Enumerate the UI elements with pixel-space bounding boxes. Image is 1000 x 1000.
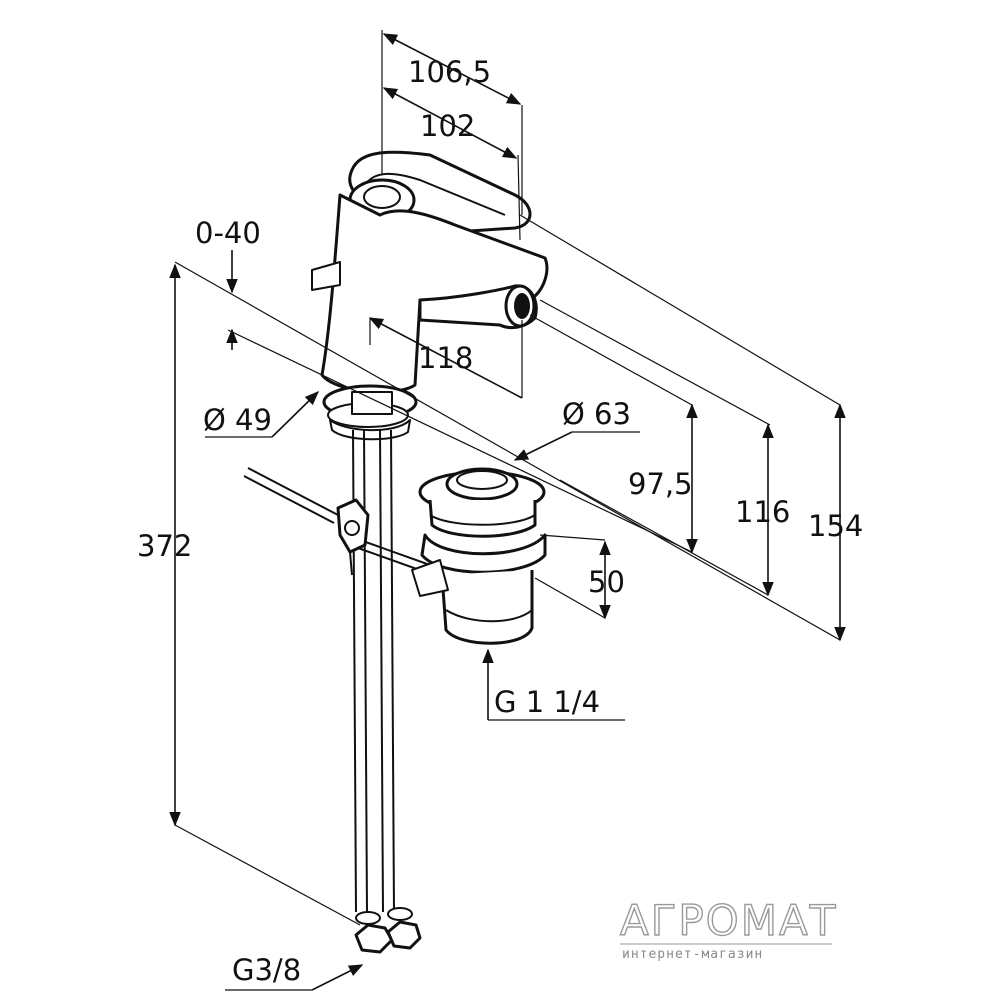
dim-height-97: 97,5 <box>628 467 693 501</box>
dim-drain-thread: G 1 1/4 <box>494 685 600 719</box>
faucet-body <box>311 150 549 441</box>
watermark-brand: АГРОМАТ <box>620 896 837 945</box>
dimension-lines <box>169 30 846 991</box>
dim-offset: 0-40 <box>195 216 261 250</box>
dim-width-inner: 102 <box>420 109 475 143</box>
dim-width-outer: 106,5 <box>408 55 491 89</box>
dim-height-154: 154 <box>808 509 863 543</box>
watermark-subtitle: интернет-магазин <box>622 947 763 962</box>
popup-rod <box>243 467 431 576</box>
dim-base-diameter: Ø 49 <box>203 403 272 437</box>
dim-reach: 118 <box>418 341 473 375</box>
dim-height-116: 116 <box>735 495 790 529</box>
dim-hose-thread: G3/8 <box>232 953 301 987</box>
drain-assembly <box>411 467 547 645</box>
dim-drain-diameter: Ø 63 <box>562 397 631 431</box>
dim-hose-length: 372 <box>137 529 192 563</box>
dim-drain-height: 50 <box>588 565 625 599</box>
watermark-logo: АГРОМАТ интернет-магазин <box>619 895 837 962</box>
